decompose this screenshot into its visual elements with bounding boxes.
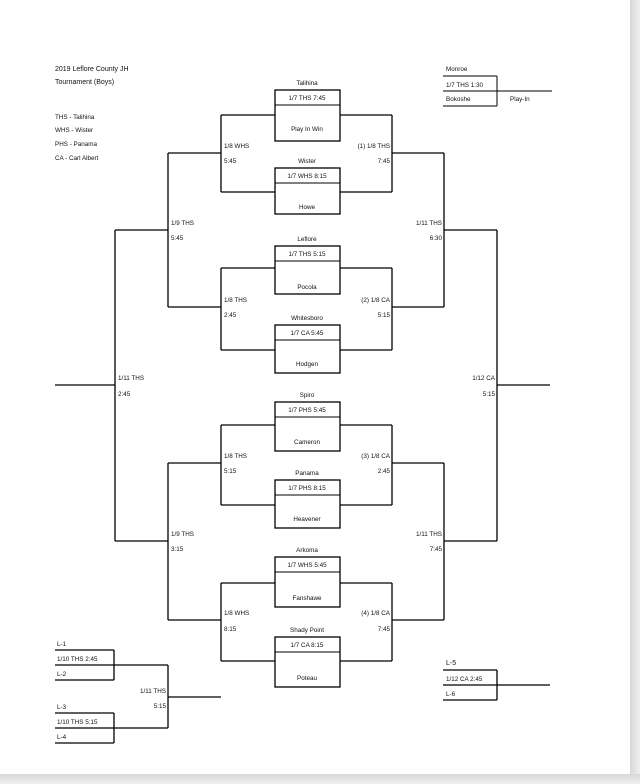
- game-box: [274, 401, 341, 452]
- game-site: 1/12 CA: [472, 375, 496, 382]
- first-round-game: Wister 1/7 WHS 8:15 Howe: [274, 158, 341, 215]
- legend-item: THS - Talihina: [55, 114, 95, 121]
- team-name: Bokoshe: [446, 96, 471, 103]
- legend-item: PHS - Panama: [55, 141, 97, 148]
- game-info: 1/10 THS 2:45: [57, 656, 98, 663]
- game-box: [274, 245, 341, 295]
- team-name: Fanshawe: [292, 595, 322, 602]
- game-time: 2:45: [378, 468, 391, 475]
- game-time: 2:45: [118, 391, 131, 398]
- game-box: [274, 556, 341, 608]
- team-name: Whitesboro: [291, 315, 323, 322]
- game-time: 7:45: [378, 158, 391, 165]
- page-edge: [0, 774, 640, 784]
- game-time: 5:15: [224, 468, 237, 475]
- game-time: 6:30: [430, 235, 443, 242]
- team-name: Poteau: [297, 675, 317, 682]
- team-slot: L-1: [57, 641, 67, 648]
- team-name: Leflore: [297, 236, 317, 243]
- first-round-game: Talihina 1/7 THS 7:45 Play In Win: [274, 80, 341, 142]
- first-round-game: Spiro 1/7 PHS 5:45 Cameron: [274, 392, 341, 452]
- game-site: 1/11 THS: [416, 220, 442, 227]
- game-info: 1/7 THS 7:45: [289, 95, 326, 102]
- game-time: 3:15: [171, 546, 184, 553]
- game-site: (3) 1/8 CA: [361, 453, 390, 460]
- game-time: 7:45: [378, 626, 391, 633]
- game-box: [274, 167, 341, 215]
- team-name: Heavener: [293, 516, 320, 523]
- game-time: 5:15: [483, 391, 496, 398]
- game-time: 2:45: [224, 312, 237, 319]
- game-site: 1/11 THS: [140, 688, 166, 695]
- game-time: 5:45: [224, 158, 237, 165]
- play-in-label: Play-In: [510, 96, 530, 103]
- game-site: 1/8 WHS: [224, 610, 249, 617]
- team-name: Monroe: [446, 66, 468, 73]
- team-name: Cameron: [294, 439, 320, 446]
- first-round-game: Arkoma 1/7 WHS 5:45 Fanshawe: [274, 547, 341, 608]
- game-info: 1/12 CA 2:45: [446, 676, 483, 683]
- game-box: [274, 324, 341, 374]
- game-box: [274, 479, 341, 529]
- team-name: Hodgen: [296, 361, 319, 368]
- first-round-game: Leflore 1/7 THS 5:15 Pocola: [274, 236, 341, 295]
- game-site: (4) 1/8 CA: [361, 610, 390, 617]
- team-slot: L-5: [446, 660, 456, 667]
- team-name: Talihina: [296, 80, 318, 87]
- game-info: 1/7 CA 8:15: [291, 642, 324, 649]
- legend-item: WHS - Wister: [55, 127, 93, 134]
- game-info: 1/7 THS 5:15: [289, 251, 326, 258]
- game-time: 5:15: [154, 703, 167, 710]
- title-line1: 2019 Leflore County JH: [55, 66, 129, 73]
- game-site: 1/11 THS: [118, 375, 144, 382]
- game-info: 1/7 WHS 8:15: [287, 173, 327, 180]
- game-site: 1/8 THS: [224, 453, 247, 460]
- team-name: Panama: [295, 470, 319, 477]
- game-site: (2) 1/8 CA: [361, 297, 390, 304]
- game-site: (1) 1/8 THS: [358, 143, 390, 150]
- team-name: Pocola: [297, 284, 317, 291]
- game-site: 1/11 THS: [416, 531, 442, 538]
- winners-bracket: 1/8 WHS 5:45 1/8 THS 2:45 1/8 THS 5:15 1…: [55, 114, 275, 662]
- game-time: 8:15: [224, 626, 237, 633]
- team-name: Spiro: [300, 392, 315, 399]
- game-time: 5:45: [171, 235, 184, 242]
- team-name: Wister: [298, 158, 316, 165]
- game-info: 1/7 CA 5:45: [291, 330, 324, 337]
- game-site: 1/9 THS: [171, 531, 194, 538]
- team-name: Play In Win: [291, 126, 323, 133]
- third-place-right: L-5 1/12 CA 2:45 L-6: [443, 660, 550, 701]
- first-round-game: Whitesboro 1/7 CA 5:45 Hodgen: [274, 315, 341, 374]
- team-slot: L-6: [446, 691, 456, 698]
- title-line2: Tournament (Boys): [55, 79, 114, 86]
- legend-item: CA - Carl Albert: [55, 155, 99, 162]
- consolation-bracket: (1) 1/8 THS 7:45 (2) 1/8 CA 5:15 (3) 1/8…: [340, 114, 550, 662]
- third-place-left: L-1 1/10 THS 2:45 L-2 L-3 1/10 THS 5:15 …: [55, 641, 221, 744]
- game-time: 5:15: [378, 312, 391, 319]
- team-name: Arkoma: [296, 547, 318, 554]
- game-time: 7:45: [430, 546, 443, 553]
- game-box: [274, 636, 341, 688]
- play-in-game: Monroe 1/7 THS 1:30 Bokoshe Play-In: [443, 66, 552, 107]
- game-site: 1/8 WHS: [224, 143, 249, 150]
- first-round-game: Shady Point 1/7 CA 8:15 Poteau: [274, 627, 341, 688]
- page-edge: [630, 0, 640, 784]
- team-slot: L-2: [57, 671, 67, 678]
- team-name: Howe: [299, 204, 316, 211]
- game-info: 1/7 PHS 5:45: [288, 407, 326, 414]
- game-info: 1/10 THS 5:15: [57, 719, 98, 726]
- game-info: 1/7 PHS 8:15: [288, 485, 326, 492]
- game-site: 1/9 THS: [171, 220, 194, 227]
- game-info: 1/7 THS 1:30: [446, 82, 483, 89]
- game-info: 1/7 WHS 5:45: [287, 562, 327, 569]
- game-site: 1/8 THS: [224, 297, 247, 304]
- team-slot: L-3: [57, 704, 67, 711]
- first-round-game: Panama 1/7 PHS 8:15 Heavener: [274, 470, 341, 529]
- team-name: Shady Point: [290, 627, 324, 634]
- team-slot: L-4: [57, 734, 67, 741]
